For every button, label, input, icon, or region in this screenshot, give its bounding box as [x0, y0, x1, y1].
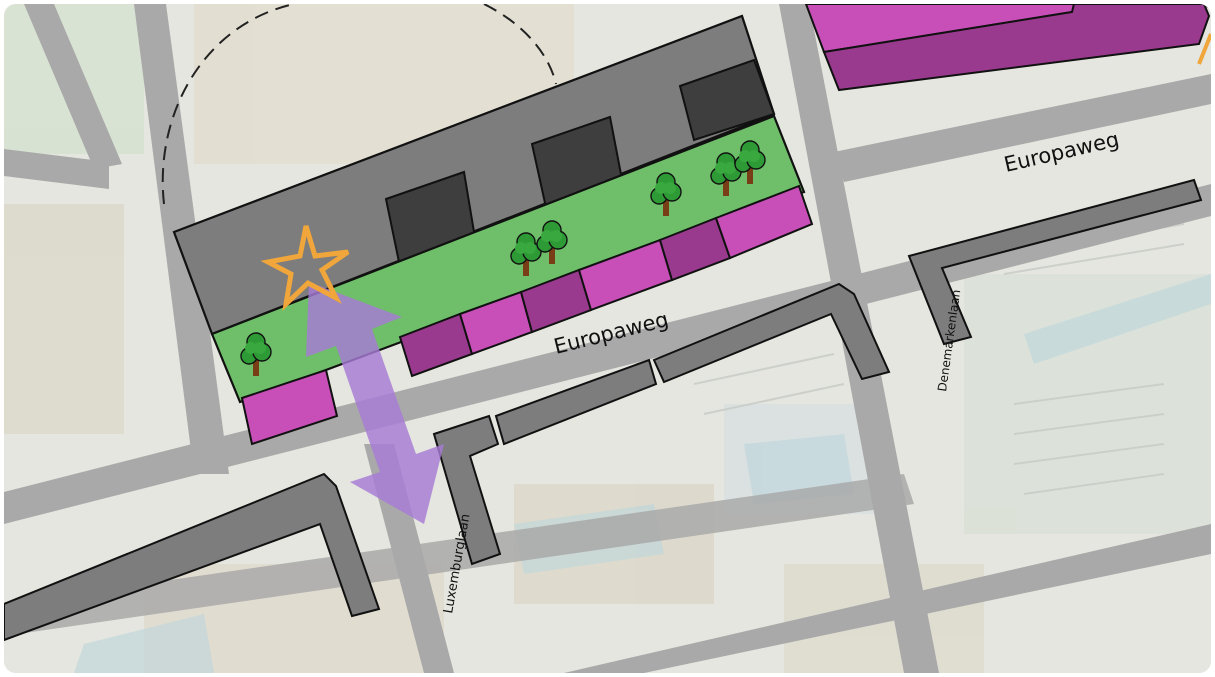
- building-lower-left: [4, 472, 381, 642]
- road-lower: [4, 474, 914, 636]
- building-luxemburg: [432, 414, 502, 566]
- road-europaweg: [4, 184, 1211, 524]
- road-upper-left: [4, 149, 109, 189]
- map-canvas: Europaweg Europaweg Denemarkenlaan Luxem…: [4, 4, 1211, 673]
- road-bottom-right: [564, 524, 1211, 673]
- star-icon: [260, 225, 350, 311]
- building-dark-3: [678, 58, 776, 142]
- road-europaweg-upper: [834, 74, 1211, 182]
- commercial-unit-7: [714, 184, 814, 260]
- road-far-left: [24, 4, 122, 169]
- commercial-unit-1: [240, 368, 339, 446]
- commercial-units: [240, 184, 814, 446]
- highlight-edge: [1197, 33, 1211, 65]
- surrounding-buildings: [4, 178, 1203, 642]
- building-mid-1: [494, 358, 658, 446]
- map-frame: Europaweg Europaweg Denemarkenlaan Luxem…: [4, 4, 1211, 673]
- double-arrow-icon: [306, 282, 444, 524]
- dashed-boundary: [161, 4, 557, 205]
- building-mid-2: [652, 282, 891, 384]
- building-right: [907, 178, 1203, 346]
